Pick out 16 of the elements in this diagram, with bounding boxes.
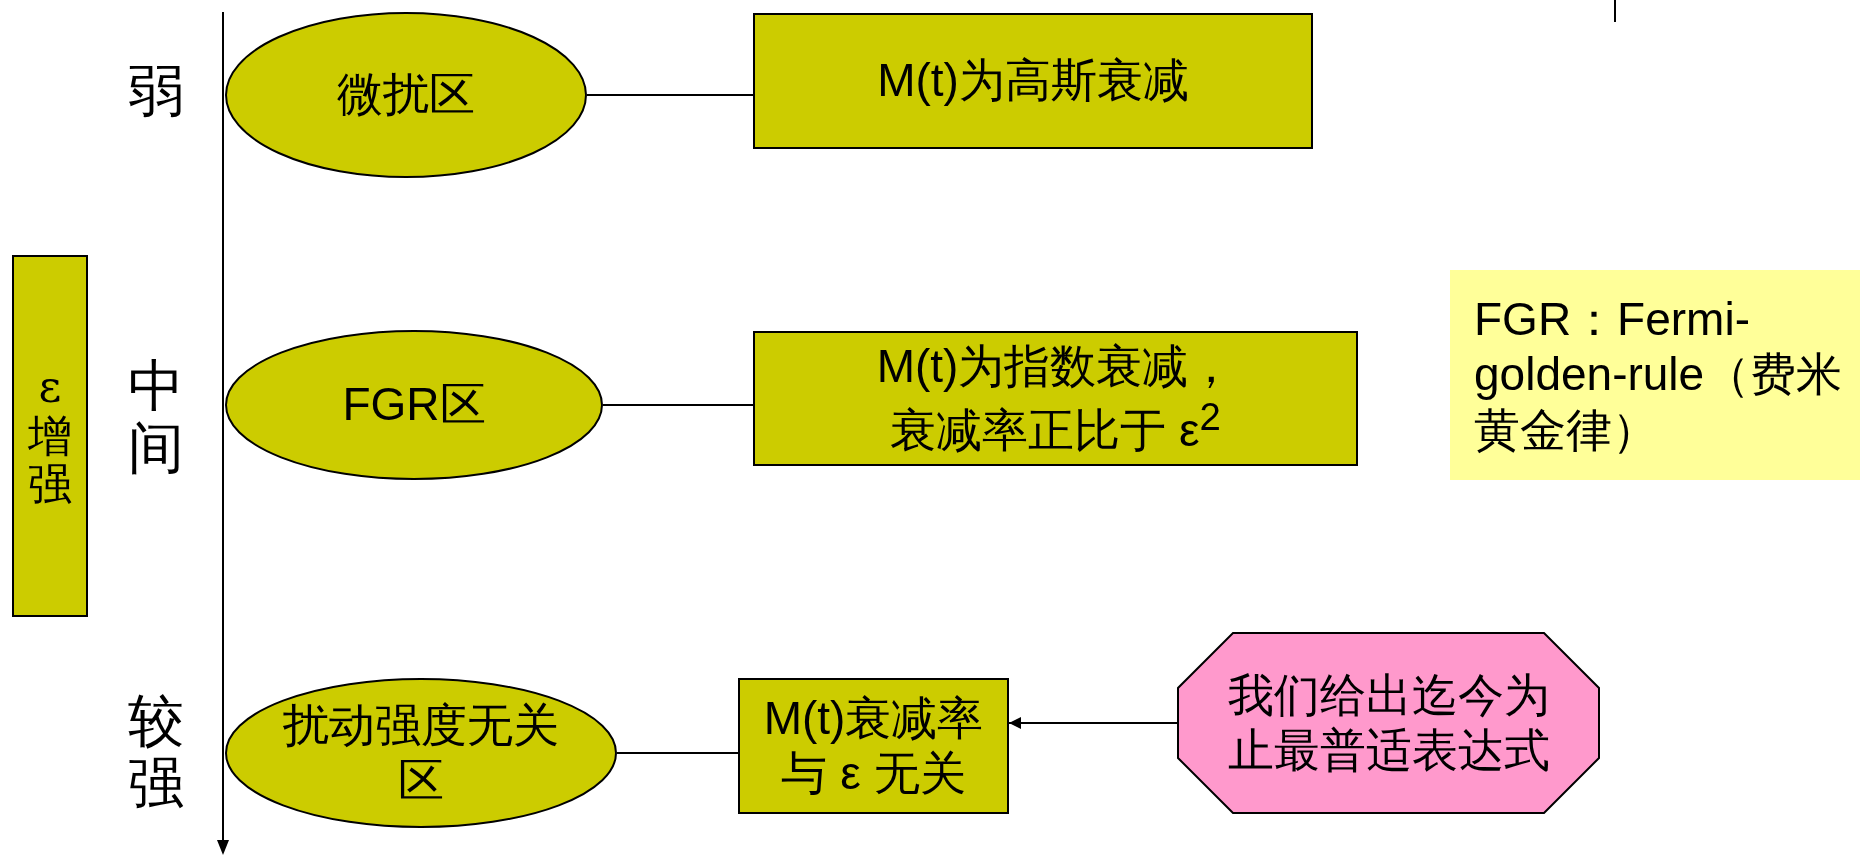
region-ellipse: 微扰区 — [225, 12, 587, 178]
region-ellipse: FGR区 — [225, 330, 603, 480]
arrow — [1008, 717, 1178, 729]
level-label: 弱 — [128, 60, 184, 122]
note-box: FGR：Fermi-golden-rule（费米黄金律） — [1450, 270, 1860, 480]
region-ellipse: 扰动强度无关区 — [225, 678, 617, 828]
level-label: 较强 — [128, 690, 184, 814]
callout-octagon: 我们给出迄今为止最普适表达式 — [1177, 632, 1600, 814]
scale-box: ε 增强 — [12, 255, 88, 617]
result-box: M(t)为高斯衰减 — [753, 13, 1313, 149]
connector-line — [616, 752, 739, 754]
connector-line — [602, 404, 754, 406]
result-box: M(t)衰减率与 ε 无关 — [738, 678, 1009, 814]
level-label: 中间 — [128, 355, 184, 479]
connector-line — [586, 94, 754, 96]
result-box: M(t)为指数衰减， 衰减率正比于 ε$^{2}$ — [753, 331, 1358, 466]
